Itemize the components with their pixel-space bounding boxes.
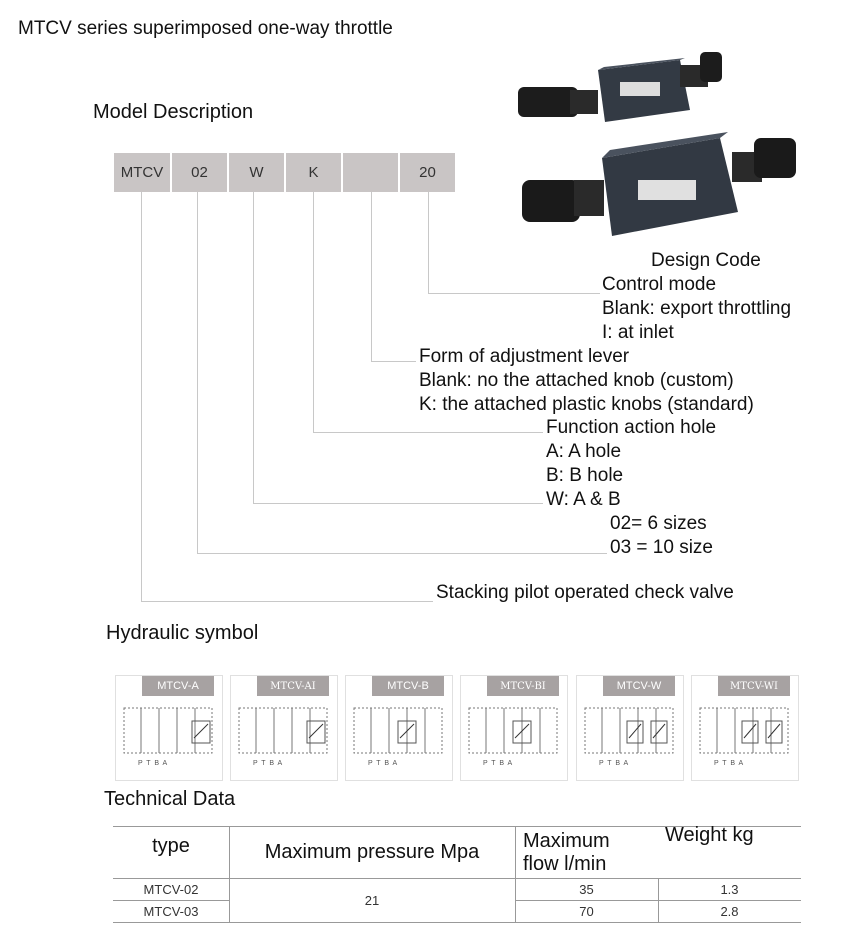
port-labels: P T B A <box>599 760 629 767</box>
symbol-tag: MTCV-A <box>142 676 214 696</box>
symbol-mtcv-w: MTCV-W P T B A <box>576 675 684 781</box>
leader-line <box>371 192 372 362</box>
adjustment-description: Form of adjustment lever Blank: no the a… <box>419 345 754 417</box>
symbol-mtcv-wi: MTCV-WI P T B A <box>691 675 799 781</box>
page-title: MTCV series superimposed one-way throttl… <box>18 18 393 39</box>
code-series: MTCV <box>114 153 170 192</box>
port-labels: P T B A <box>714 760 744 767</box>
port-labels: P T B A <box>368 760 398 767</box>
size-description: 02= 6 sizes 03 = 10 size <box>610 512 713 560</box>
symbol-tag: MTCV-WI <box>718 676 790 696</box>
cell-weight: 2.8 <box>720 904 739 919</box>
cell-flow: 35 <box>579 882 594 897</box>
leader-line <box>253 503 543 504</box>
description-line: Blank: export throttling <box>602 298 792 319</box>
leader-line <box>371 361 416 362</box>
symbol-mtcv-b: MTCV-B P T B A <box>345 675 453 781</box>
technical-data-heading: Technical Data <box>104 788 236 810</box>
leader-line <box>313 432 543 433</box>
leader-line <box>428 192 429 294</box>
code-control-mode <box>343 153 398 192</box>
leader-line <box>428 293 600 294</box>
port-labels: P T B A <box>483 760 513 767</box>
leader-line <box>141 601 433 602</box>
control-mode-description: Control mode Blank: export throttling I:… <box>602 273 791 345</box>
description-line: Function action hole <box>546 417 717 438</box>
symbol-mtcv-a: MTCV-A P T B A <box>115 675 223 781</box>
header-pressure: Maximum pressure Mpa <box>264 840 480 863</box>
cell-pressure: 21 <box>364 893 380 908</box>
table-rule <box>113 900 229 901</box>
leader-line <box>313 192 314 433</box>
code-design: 20 <box>400 153 455 192</box>
table-rule <box>113 826 801 827</box>
code-adjustment: K <box>286 153 341 192</box>
leader-line <box>141 192 142 602</box>
symbol-tag: MTCV-BI <box>487 676 559 696</box>
cell-weight: 1.3 <box>720 882 739 897</box>
table-rule <box>113 878 801 879</box>
cell-flow: 70 <box>579 904 594 919</box>
header-flow-line: Maximum <box>523 830 610 852</box>
leader-line <box>197 192 198 554</box>
description-line: W: A & B <box>546 489 621 510</box>
description-line: B: B hole <box>546 465 624 486</box>
leader-line <box>197 553 607 554</box>
description-line: Form of adjustment lever <box>419 346 630 367</box>
symbol-tag: MTCV-W <box>603 676 675 696</box>
hydraulic-symbol-heading: Hydraulic symbol <box>106 622 259 644</box>
description-line: 02= 6 sizes <box>610 513 707 534</box>
header-flow: Maximum flow l/min <box>523 830 610 876</box>
description-line: 03 = 10 size <box>610 537 713 558</box>
symbol-tag: MTCV-B <box>372 676 444 696</box>
description-line: K: the attached plastic knobs (standard) <box>419 394 754 415</box>
port-labels: P T B A <box>253 760 283 767</box>
design-code-label: Design Code <box>651 250 761 271</box>
description-line: I: at inlet <box>602 322 674 343</box>
cell-type: MTCV-02 <box>143 882 199 897</box>
header-type: type <box>152 834 190 857</box>
stacking-description: Stacking pilot operated check valve <box>436 582 734 603</box>
table-rule <box>113 922 801 923</box>
code-function: W <box>229 153 284 192</box>
description-line: A: A hole <box>546 441 622 462</box>
cell-type: MTCV-03 <box>143 904 199 919</box>
model-description-heading: Model Description <box>93 101 254 123</box>
code-size: 02 <box>172 153 227 192</box>
symbol-mtcv-ai: MTCV-AI P T B A <box>230 675 338 781</box>
valve-product-image <box>518 52 796 236</box>
description-line: Blank: no the attached knob (custom) <box>419 370 734 391</box>
symbol-mtcv-bi: MTCV-BI P T B A <box>460 675 568 781</box>
table-rule <box>515 826 516 922</box>
leader-line <box>253 192 254 504</box>
header-flow-line: flow l/min <box>523 853 607 875</box>
symbol-tag: MTCV-AI <box>257 676 329 696</box>
function-description: Function action hole A: A hole B: B hole… <box>546 416 716 512</box>
table-rule <box>229 826 230 922</box>
header-weight: Weight kg <box>665 824 754 846</box>
port-labels: P T B A <box>138 760 168 767</box>
table-rule <box>658 878 659 922</box>
description-line: Control mode <box>602 274 717 295</box>
